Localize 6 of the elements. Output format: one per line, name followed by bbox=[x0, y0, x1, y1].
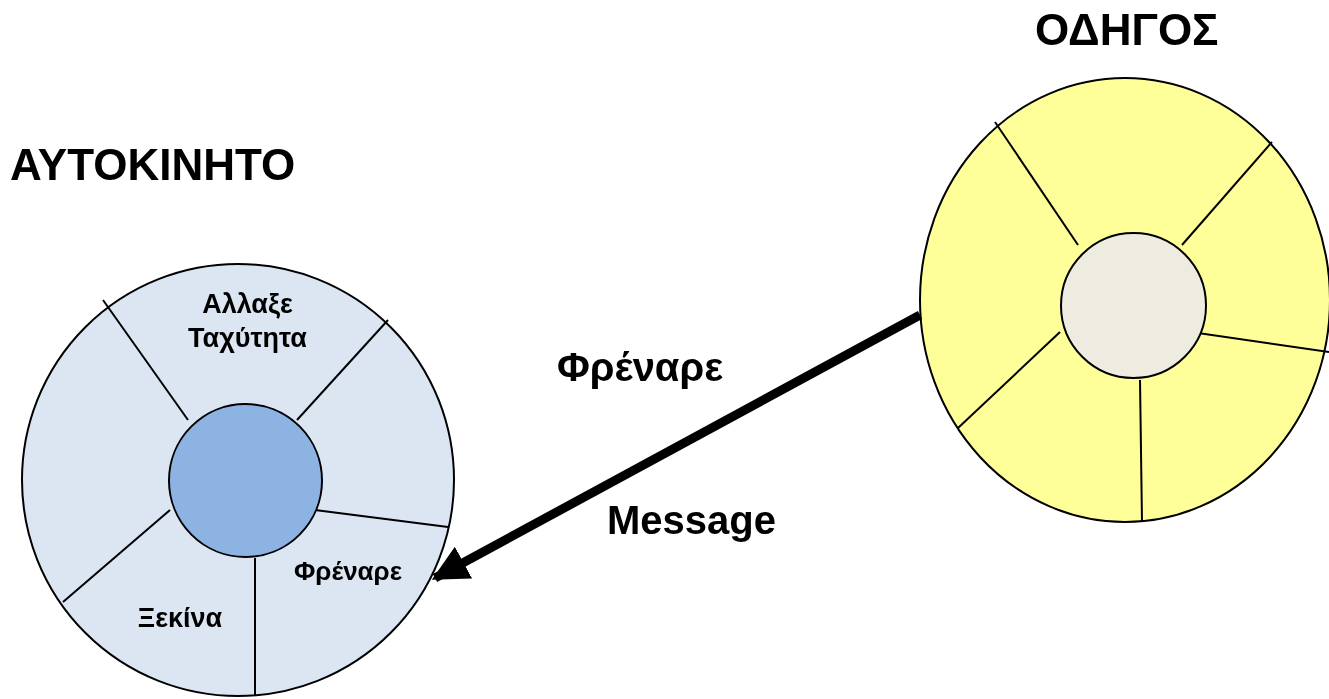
method-label: Φρέναρε bbox=[268, 555, 428, 588]
object-title: ΟΔΗΓΟΣ bbox=[1035, 5, 1219, 55]
method-label: Αλλαξε Ταχύτητα bbox=[160, 288, 335, 356]
arrow bbox=[431, 311, 923, 582]
object-title: ΑΥΤΟΚΙΝΗΤΟ bbox=[10, 140, 296, 190]
method-label: Ξεκίνα bbox=[110, 602, 250, 636]
